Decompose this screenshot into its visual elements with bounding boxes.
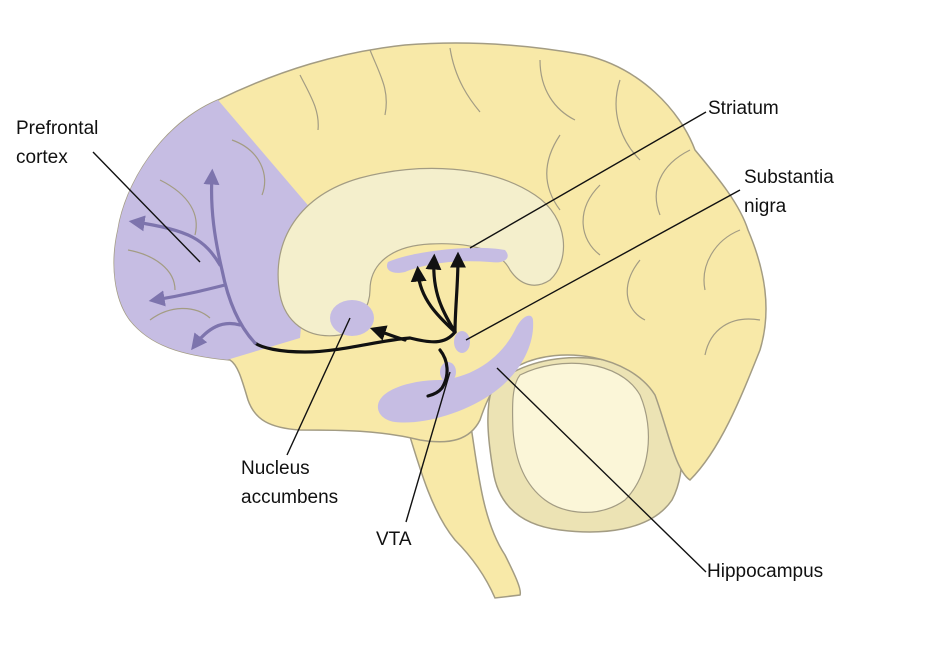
nucleus-accumbens-branch [369,325,407,342]
brainstem [403,419,522,599]
nucleus-label-line1: Nucleus [241,458,310,479]
striatum-branch-3 [449,251,466,334]
dopamine-pathways [253,251,466,398]
nucleus-accumbens-region [330,300,374,336]
mesocortical-pathway [253,330,457,354]
substantia-nigra-region [454,331,470,353]
sulci [127,47,761,356]
cerebellum-inner [511,362,650,513]
substantia-nigra-label: Substantia nigra [744,163,834,221]
substantia-label-line2: nigra [744,196,787,217]
nucleus-leader [286,317,351,456]
prefrontal-label-line2: cortex [16,147,68,168]
prefrontal-pathways [128,168,257,351]
striatum-leader [469,111,707,249]
striatum-branch-1 [410,265,457,334]
prefrontal-label-line1: Prefrontal [16,118,99,139]
substantia-label-line1: Substantia [744,167,834,188]
vta-label: VTA [376,525,412,554]
nucleus-accumbens-label: Nucleus accumbens [241,454,338,512]
vta-stub [426,348,449,398]
vta-label-line1: VTA [376,529,412,550]
vta-leader [405,371,451,523]
striatum-branch-2 [425,253,457,334]
prefrontal-leader [92,151,201,263]
leader-lines [92,111,741,573]
striatum-label-line1: Striatum [708,98,779,119]
striatum-label: Striatum [708,94,779,123]
hippocampus-label: Hippocampus [707,557,823,586]
nucleus-label-line2: accumbens [241,487,339,508]
substantia-leader [465,189,741,341]
hippocampus-leader [496,367,707,573]
prefrontal-cortex-label: Prefrontal cortex [16,114,98,172]
hippocampus-region [377,315,534,423]
hippocampus-label-line1: Hippocampus [707,561,824,582]
